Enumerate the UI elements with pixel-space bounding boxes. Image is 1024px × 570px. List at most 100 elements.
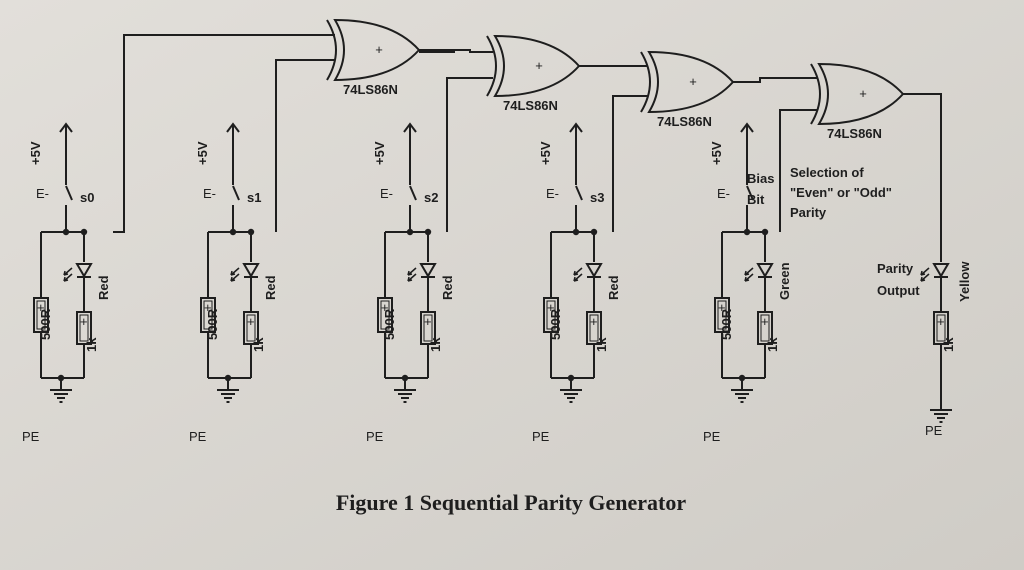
switch-label: s2: [424, 190, 438, 205]
ground-icon: [930, 398, 952, 423]
plus-marker: +: [381, 300, 389, 315]
resistor-value: 1k: [84, 337, 99, 352]
light-emission-arrows-icon: [230, 267, 240, 282]
switch-label: Bias: [747, 171, 774, 186]
plus-marker: +: [689, 74, 697, 89]
supply-label: +5V: [709, 141, 724, 165]
plus-marker: +: [535, 58, 543, 73]
switch-contact: [409, 185, 417, 201]
gate-part-label: 74LS86N: [503, 98, 558, 113]
resistor-value: 1k: [428, 337, 443, 352]
selection-note: Selection of "Even" or "Odd" Parity: [790, 165, 892, 220]
selection-note-line-2: "Even" or "Odd": [790, 185, 892, 200]
junction-dot: [572, 228, 580, 236]
ground-icon: [731, 378, 753, 403]
xor-gate: +74LS86N: [486, 34, 581, 113]
ground-icon: [394, 378, 416, 403]
switch-glyph: E-: [36, 186, 49, 201]
junction-dot: [406, 228, 414, 236]
switch-contact: [746, 185, 754, 201]
plus-marker: +: [761, 314, 769, 329]
switch-glyph: E-: [203, 186, 216, 201]
plus-marker: +: [247, 314, 255, 329]
ground-label: PE: [925, 423, 943, 438]
wire-bias-to-gate4: [779, 109, 818, 232]
light-emission-arrows-icon: [920, 267, 930, 282]
wire-s2-to-gate2: [446, 77, 493, 232]
supply-arrow-icon: [226, 122, 240, 146]
wire-gate4-to-output: [903, 93, 942, 262]
gate-part-label: 74LS86N: [657, 114, 712, 129]
light-emission-arrows-icon: [573, 267, 583, 282]
led-color-label: Green: [777, 262, 792, 300]
led-color-label: Red: [263, 275, 278, 300]
supply-arrow-icon: [59, 122, 73, 146]
switch-glyph: E-: [380, 186, 393, 201]
ground-label: PE: [366, 429, 384, 444]
wire-s1-to-gate1: [275, 59, 335, 232]
switch-contact: [65, 185, 73, 201]
selection-note-line-1: Selection of: [790, 165, 864, 180]
selection-note-line-3: Parity: [790, 205, 827, 220]
switch-glyph: E-: [546, 186, 559, 201]
switch-contact: [575, 185, 583, 201]
supply-label: +5V: [372, 141, 387, 165]
plus-marker: +: [859, 86, 867, 101]
resistor-value: 1k: [941, 337, 956, 352]
status-led: [573, 263, 603, 282]
plus-marker: +: [424, 314, 432, 329]
ground-label: PE: [703, 429, 721, 444]
input-stages: +5VE-s0+500RRed+1kPE+5VE-s1+500RRed+1kPE…: [22, 122, 792, 444]
figure-caption: Figure 1 Sequential Parity Generator: [336, 490, 687, 515]
switch-label: Bit: [747, 192, 765, 207]
ground-label: PE: [189, 429, 207, 444]
switch-label: s1: [247, 190, 261, 205]
plus-marker: +: [547, 300, 555, 315]
junction-dot: [743, 228, 751, 236]
gate-part-label: 74LS86N: [343, 82, 398, 97]
switch-contact: [232, 185, 240, 201]
xor-gate: +74LS86N: [810, 62, 905, 141]
resistor-value: 1k: [251, 337, 266, 352]
supply-label: +5V: [195, 141, 210, 165]
gate-part-label: 74LS86N: [827, 126, 882, 141]
wire-gate1-to-gate2: [419, 49, 493, 53]
wire-s3-to-gate3: [612, 95, 648, 232]
xor-gate: +74LS86N: [640, 50, 735, 129]
plus-marker: +: [937, 314, 945, 329]
wire-s0-to-gate1: [113, 34, 335, 233]
supply-arrow-icon: [569, 122, 583, 146]
xor-gates: +74LS86N+74LS86N+74LS86N+74LS86N: [326, 18, 905, 141]
wire-gate3-to-gate4: [733, 77, 818, 83]
supply-arrow-icon: [403, 122, 417, 146]
led-color-label: Red: [440, 275, 455, 300]
light-emission-arrows-icon: [63, 267, 73, 282]
resistor-value: 1k: [765, 337, 780, 352]
plus-marker: +: [204, 300, 212, 315]
plus-marker: +: [80, 314, 88, 329]
plus-marker: +: [375, 42, 383, 57]
switch-label: s3: [590, 190, 604, 205]
light-emission-arrows-icon: [744, 267, 754, 282]
parity-output-led: [920, 263, 950, 282]
junction-dot: [62, 228, 70, 236]
xor-gate: +74LS86N: [326, 18, 421, 97]
switch-label: s0: [80, 190, 94, 205]
plus-marker: +: [37, 300, 45, 315]
ground-icon: [217, 378, 239, 403]
supply-label: +5V: [28, 141, 43, 165]
interconnect-wires: [113, 34, 942, 262]
plus-marker: +: [590, 314, 598, 329]
output-label: Output: [877, 283, 920, 298]
ground-icon: [560, 378, 582, 403]
ground-label: PE: [532, 429, 550, 444]
status-led: [744, 263, 774, 282]
supply-label: +5V: [538, 141, 553, 165]
light-emission-arrows-icon: [407, 267, 417, 282]
led-color-label: Yellow: [957, 261, 972, 302]
